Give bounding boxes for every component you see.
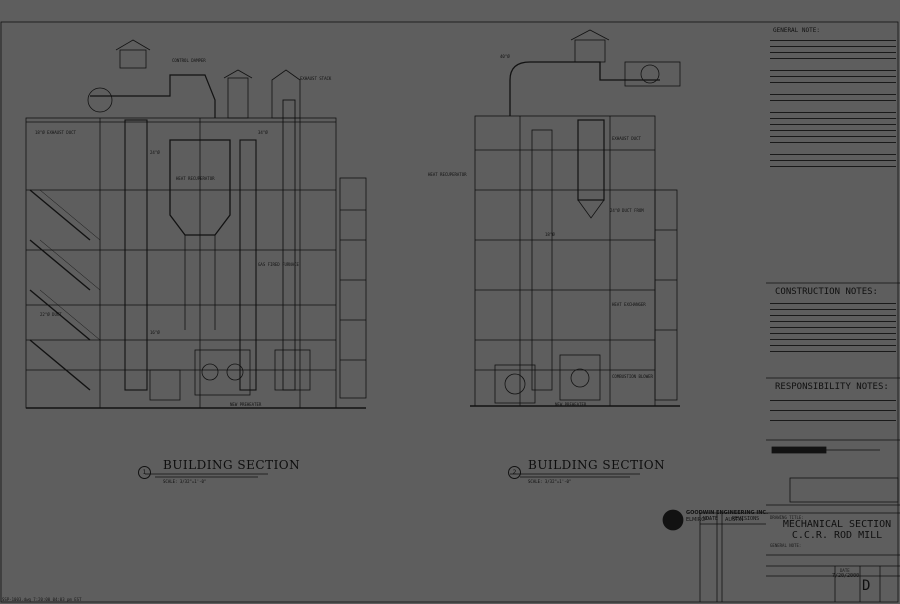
revision-header-date: DATE (706, 516, 719, 522)
section-2-scale: SCALE: 3/32"=1'-0" (528, 479, 572, 484)
section-2-title: BUILDING SECTION (528, 458, 666, 472)
label-duct-18-right: 18"Ø (545, 232, 555, 237)
drawing-title-line2: C.C.R. ROD MILL (791, 530, 883, 541)
firm-city-left: ELMIRO (686, 517, 706, 523)
section-1-scale: SCALE: 3/32"=1'-0" (163, 479, 207, 484)
construction-notes-body (770, 300, 896, 374)
section-1-bubble: 1 (138, 466, 151, 479)
label-combustion-blower: COMBUSTION BLOWER (612, 374, 653, 379)
section-1-title: BUILDING SECTION (163, 458, 301, 472)
section-2-bubble: 2 (508, 466, 521, 479)
file-footer: SSP-1003.dwg 7:20:00 04:03 pm EST (2, 597, 82, 602)
sheet-border (0, 21, 899, 603)
label-exhaust-stack: EXHAUST STACK (300, 76, 332, 81)
right-building-frame (470, 29, 681, 407)
label-heat-recuperator-right: HEAT RECUPERATOR (428, 172, 467, 177)
label-heat-recuperator-left: HEAT RECUPERATOR (176, 176, 215, 181)
label-gas-fired-furnace: GAS FIRED FURNACE (258, 262, 299, 267)
general-notes-heading: GENERAL NOTE: (773, 27, 820, 34)
sheet-letter: D (862, 578, 871, 594)
label-duct-22: 22"Ø DUCT (40, 312, 62, 317)
label-new-preheater-left: NEW PREHEATER (230, 402, 262, 407)
construction-notes-heading: CONSTRUCTION NOTES: (775, 287, 878, 297)
responsibility-notes-body (770, 396, 896, 436)
label-control-damper: CONTROL DAMPER (172, 58, 206, 63)
label-duct-34: 34"Ø (258, 130, 268, 135)
label-exhaust-duct-18: 18"Ø EXHAUST DUCT (35, 130, 76, 135)
firm-city-right: AUSTIN (725, 517, 744, 523)
title-block-lines (699, 282, 900, 602)
label-new-preheater-right: NEW PREHEATER (555, 402, 587, 407)
label-heat-exchanger: HEAT EXCHANGER (612, 302, 646, 307)
label-exhaust-duct-right: EXHAUST DUCT (612, 136, 641, 141)
label-duct-24: 24"Ø (150, 150, 160, 155)
general-note-label: GENERAL NOTE: (770, 543, 802, 548)
left-building-frame (25, 39, 367, 409)
label-duct-16: 16"Ø (150, 330, 160, 335)
revision-header-revisions: REVISIONS (732, 516, 760, 522)
revision-header-no: NO. (703, 516, 713, 522)
drawing-title-label: DRAWING TITLE: (770, 515, 804, 520)
date-value: 7/20/2000 (832, 573, 860, 579)
drawing-title-line1: MECHANICAL SECTION (782, 519, 892, 530)
firm-name: GOODWIN ENGINEERING INC. (686, 510, 768, 516)
general-notes-body (770, 36, 896, 276)
date-label: DATE (840, 568, 850, 573)
label-duct-40: 40"Ø (500, 54, 510, 59)
responsibility-notes-heading: RESPONSIBILITY NOTES: (775, 382, 889, 392)
label-duct-from: 24"Ø DUCT FROM (610, 208, 644, 213)
